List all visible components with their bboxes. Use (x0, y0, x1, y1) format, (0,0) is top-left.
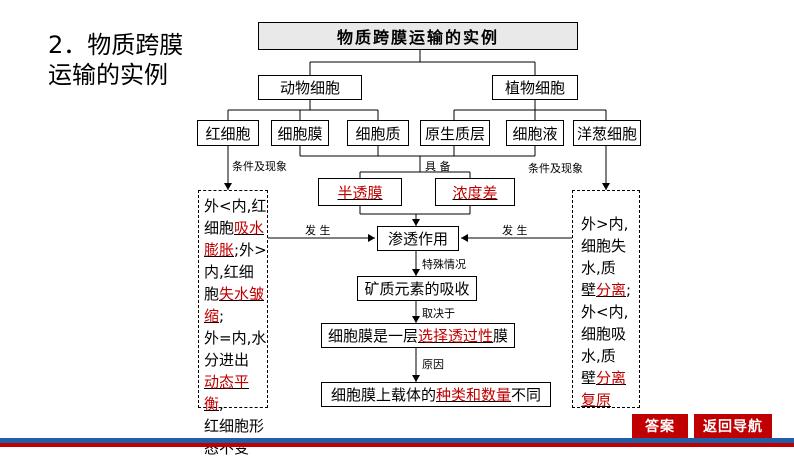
node-onion-cell: 洋葱细胞 (573, 120, 641, 146)
label-occur-right: 发 生 (502, 224, 528, 237)
diagram-title: 物质跨膜运输的实例 (258, 22, 578, 50)
left-line-7: 分进出 (204, 351, 250, 369)
answer-button[interactable]: 答案 (632, 414, 688, 438)
section-heading-line2: 运输的实例 (48, 61, 168, 89)
label-depends-on: 取决于 (422, 307, 455, 320)
left-line-6: 外=内,水 (204, 329, 267, 347)
node-cell-membrane: 细胞膜 (271, 120, 329, 146)
label-occur-left: 发 生 (305, 224, 331, 237)
node-semipermeable: 半透膜 (318, 178, 402, 206)
node-mineral-absorption: 矿质元素的吸收 (357, 276, 477, 301)
label-condition-right: 条件及现象 (528, 162, 583, 175)
carrier-post-text: 不同 (511, 386, 542, 404)
carrier-pre-text: 细胞膜上载体的 (330, 386, 436, 404)
left-panel-animal-result: 外<内,红 细胞吸水 膨胀;外> 内,红细 胞失水皱缩; 外=内,水 分进出 动… (198, 190, 268, 457)
carrier-red-text: 种类和数量 (435, 386, 511, 404)
label-condition-left: 条件及现象 (232, 160, 287, 173)
node-selective-membrane: 细胞膜是一层选择透过性膜 (321, 323, 515, 348)
section-heading-line1: 2．物质跨膜 (48, 31, 184, 59)
left-line-3: 膨胀;外> (204, 241, 267, 259)
bottom-bar-red (0, 443, 794, 447)
node-cytoplasm: 细胞质 (347, 120, 409, 146)
right-line-1: 外>内, (581, 215, 629, 233)
node-animal-cell: 动物细胞 (258, 75, 362, 100)
node-cell-sap: 细胞液 (506, 120, 564, 146)
node-osmosis: 渗透作用 (377, 226, 459, 251)
right-line-3: 水,质 (581, 259, 616, 277)
node-protoplast-layer: 原生质层 (420, 120, 490, 146)
label-reason: 原因 (422, 358, 444, 371)
right-line-6: 细胞吸 (581, 325, 627, 343)
node-red-blood-cell: 红细胞 (197, 120, 259, 146)
back-navigation-button[interactable]: 返回导航 (694, 414, 772, 438)
left-line-8: 动态平衡, (204, 373, 250, 413)
right-line-7: 水,质 (581, 347, 616, 365)
membrane-post-text: 膜 (493, 327, 509, 345)
bottom-bar-blue (0, 438, 794, 443)
node-carrier-types: 细胞膜上载体的种类和数量不同 (321, 382, 551, 407)
right-line-4: 壁分离; (581, 281, 632, 299)
left-line-9: 红细胞形 (204, 417, 265, 435)
membrane-pre-text: 细胞膜是一层 (327, 327, 418, 345)
right-line-8: 壁分离复原 (581, 369, 627, 409)
concentration-diff-text: 浓度差 (452, 183, 498, 202)
membrane-red-text: 选择透过性 (417, 327, 493, 345)
left-line-2: 细胞吸水 (204, 219, 265, 237)
right-line-2: 细胞失 (581, 237, 627, 255)
label-special-case: 特殊情况 (422, 258, 466, 271)
section-heading: 2．物质跨膜 运输的实例 (48, 30, 183, 90)
node-concentration-diff: 浓度差 (435, 178, 515, 206)
left-line-4: 内,红细 (204, 263, 254, 281)
label-have: 具 备 (425, 160, 451, 173)
right-panel-plant-result: 外>内, 细胞失 水,质 壁分离; 外<内, 细胞吸 水,质 壁分离复原 (572, 190, 640, 409)
left-line-5: 胞失水皱缩; (204, 285, 265, 325)
connector-lines (224, 50, 610, 382)
right-line-5: 外<内, (581, 303, 629, 321)
node-plant-cell: 植物细胞 (492, 75, 578, 100)
left-line-1: 外<内,红 (204, 197, 267, 215)
semipermeable-text: 半透膜 (337, 183, 383, 202)
